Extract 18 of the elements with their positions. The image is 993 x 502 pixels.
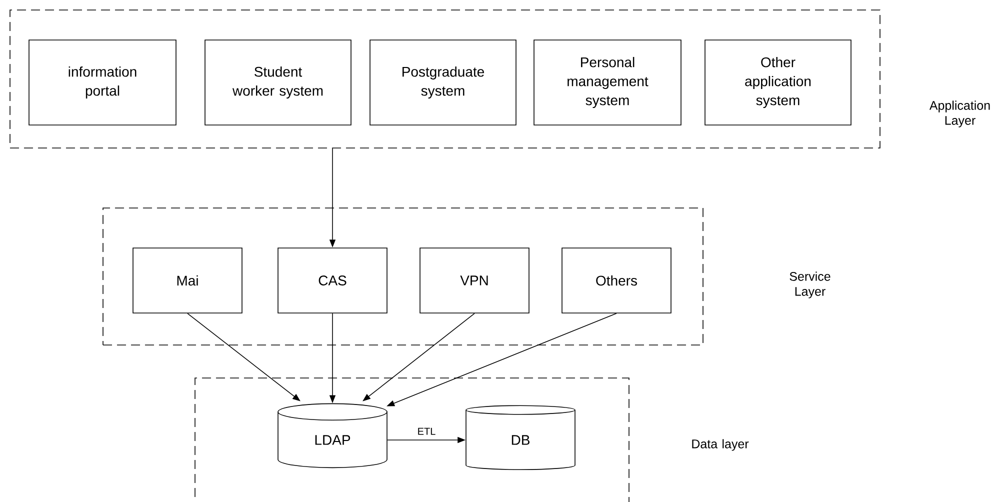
system-box: Personal management system	[534, 40, 682, 126]
edge-label: ETL	[416, 426, 437, 436]
database-cylinder: DB	[466, 405, 576, 470]
system-box: Others	[562, 248, 672, 314]
system-box: information portal	[28, 40, 176, 126]
system-box: Student worker system	[204, 40, 352, 126]
system-box: Other application system	[704, 40, 852, 126]
database-cylinder: LDAP	[278, 403, 388, 468]
layer-label: Data layer	[692, 439, 749, 451]
dashed-layer-frame	[10, 10, 880, 148]
system-box: VPN	[420, 248, 530, 314]
layer-label: Application Layer	[929, 100, 990, 128]
system-box: Postgraduate system	[370, 40, 516, 126]
layer-label: Service Layer	[790, 272, 830, 298]
system-box: CAS	[278, 248, 388, 314]
dashed-layer-frame	[102, 208, 704, 346]
system-box: Mai	[132, 248, 242, 314]
dashed-layer-frame	[194, 378, 630, 502]
